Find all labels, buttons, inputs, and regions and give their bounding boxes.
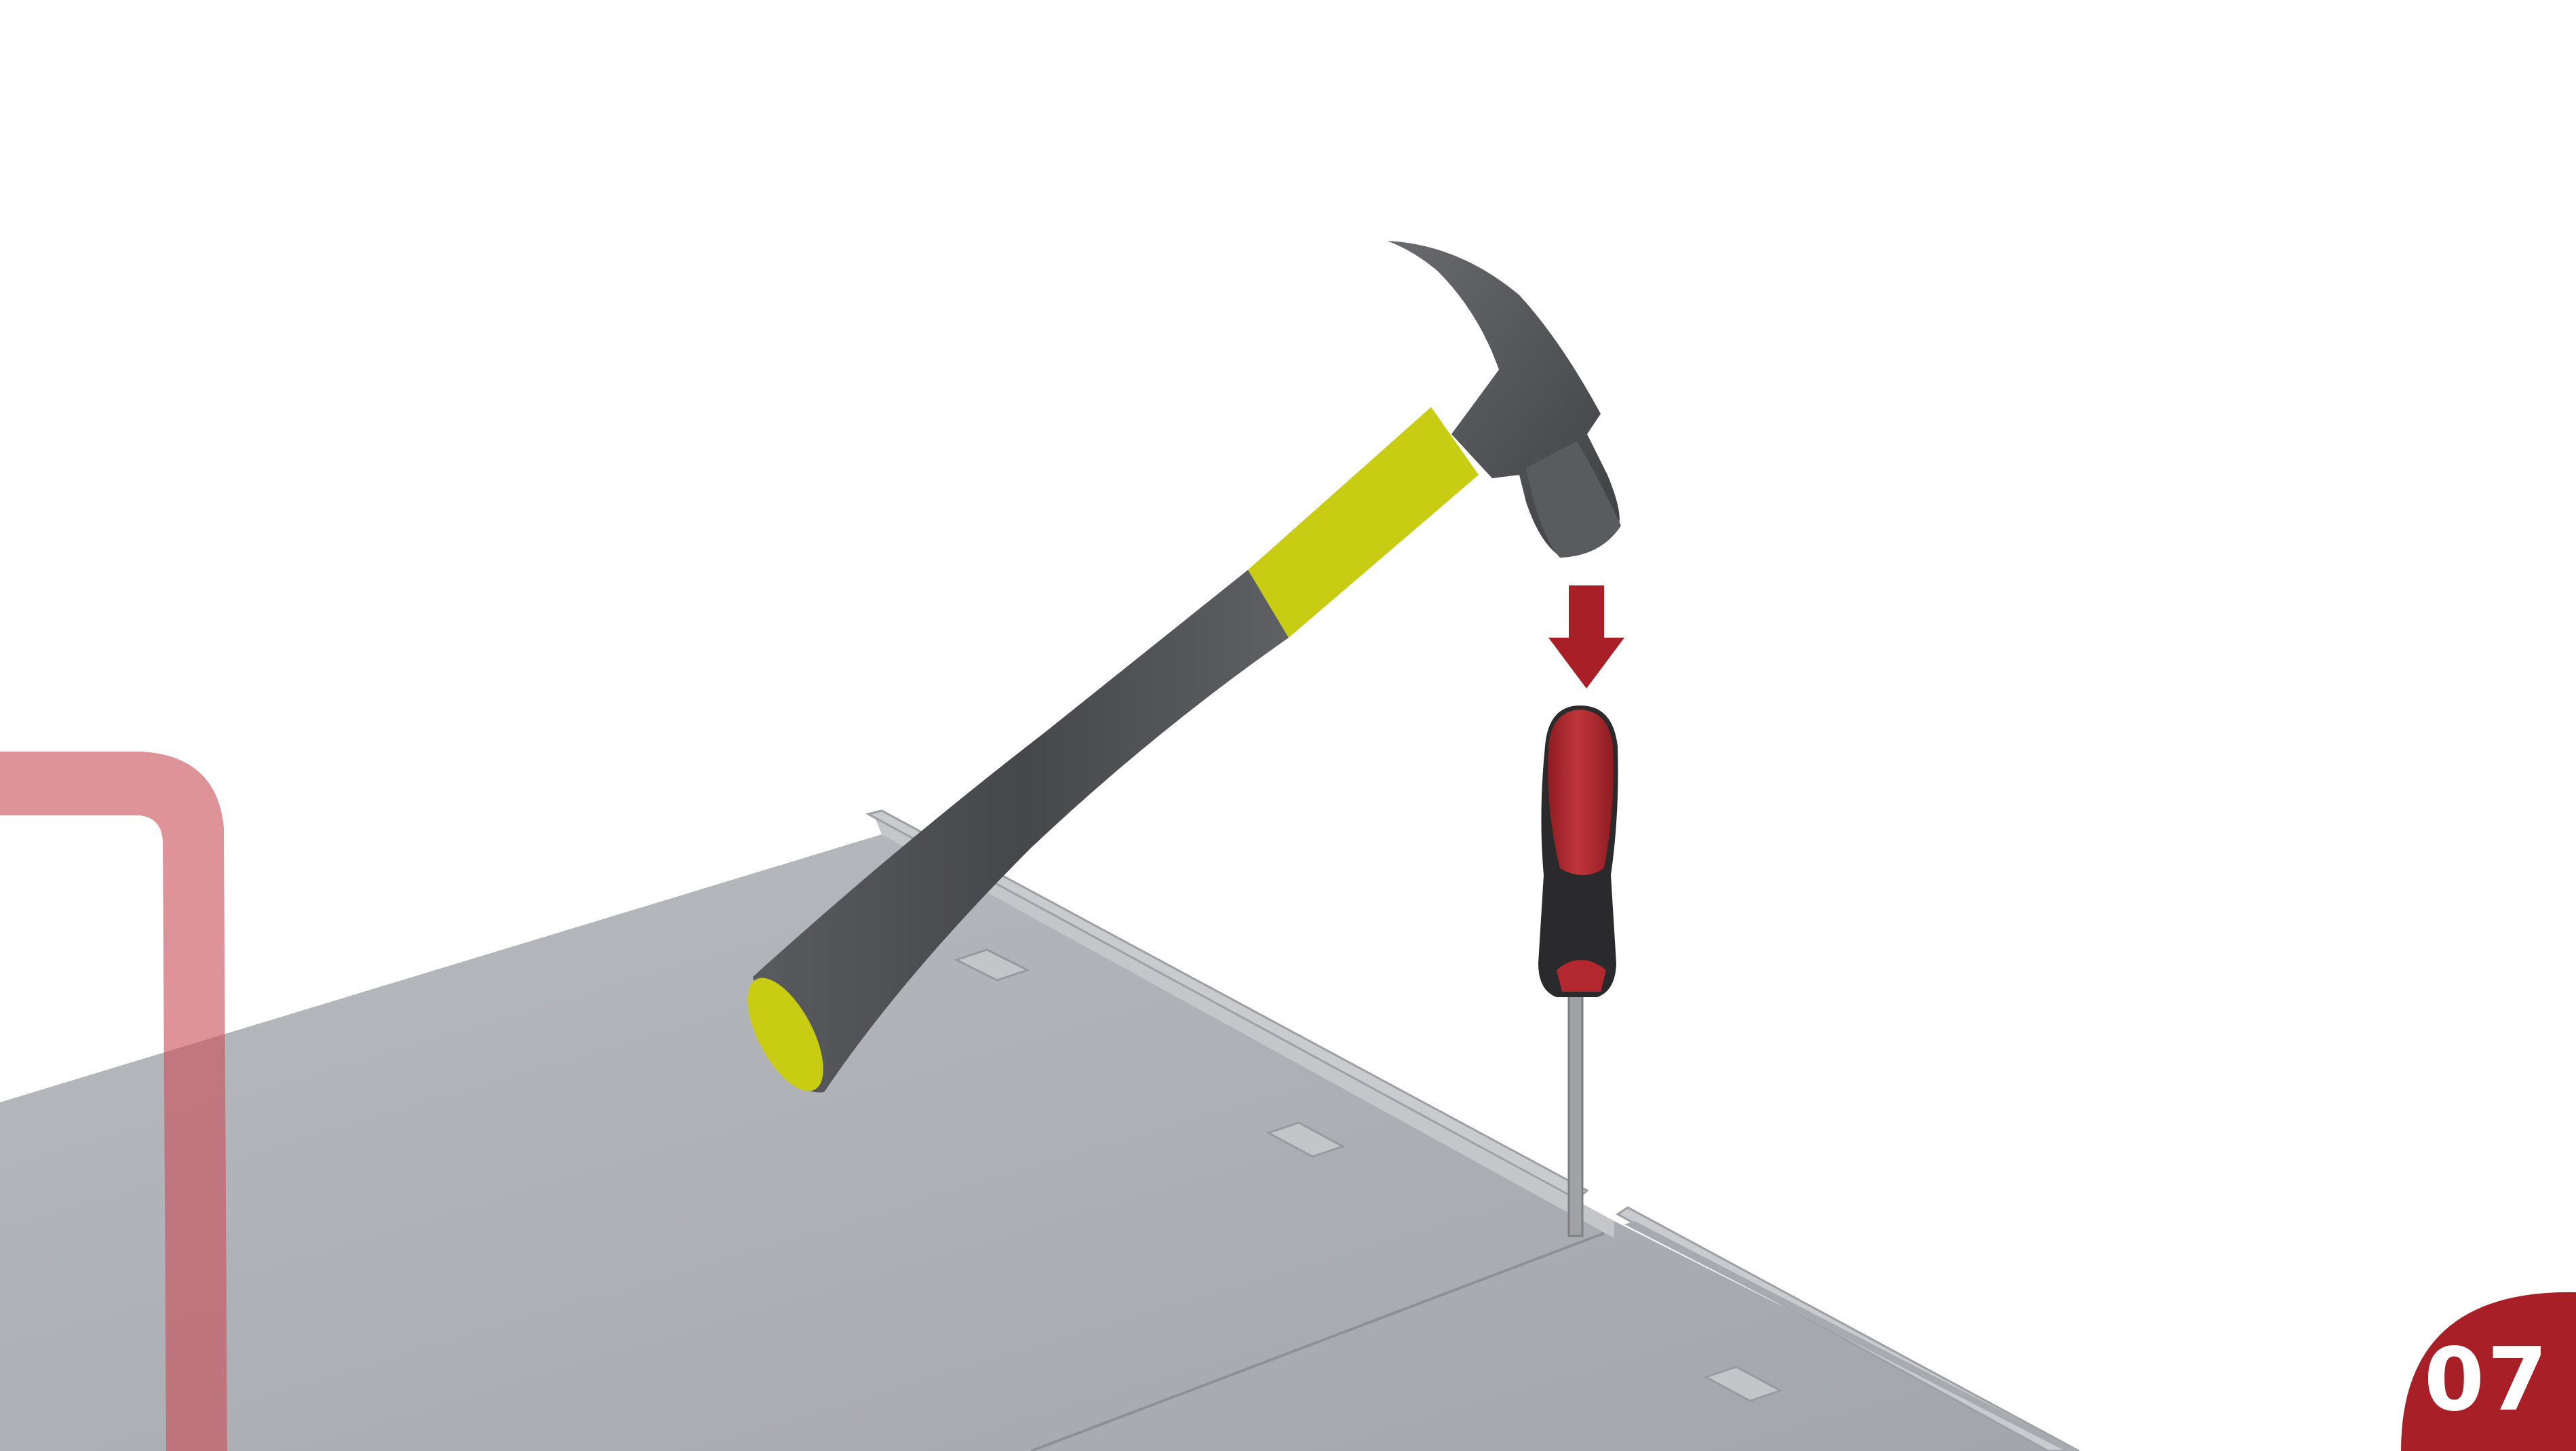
screwdriver-icon xyxy=(1538,705,1618,1236)
step-number: 07 xyxy=(2424,1337,2550,1424)
arrow-down-icon xyxy=(1548,585,1624,689)
base-panel xyxy=(0,817,2069,1451)
